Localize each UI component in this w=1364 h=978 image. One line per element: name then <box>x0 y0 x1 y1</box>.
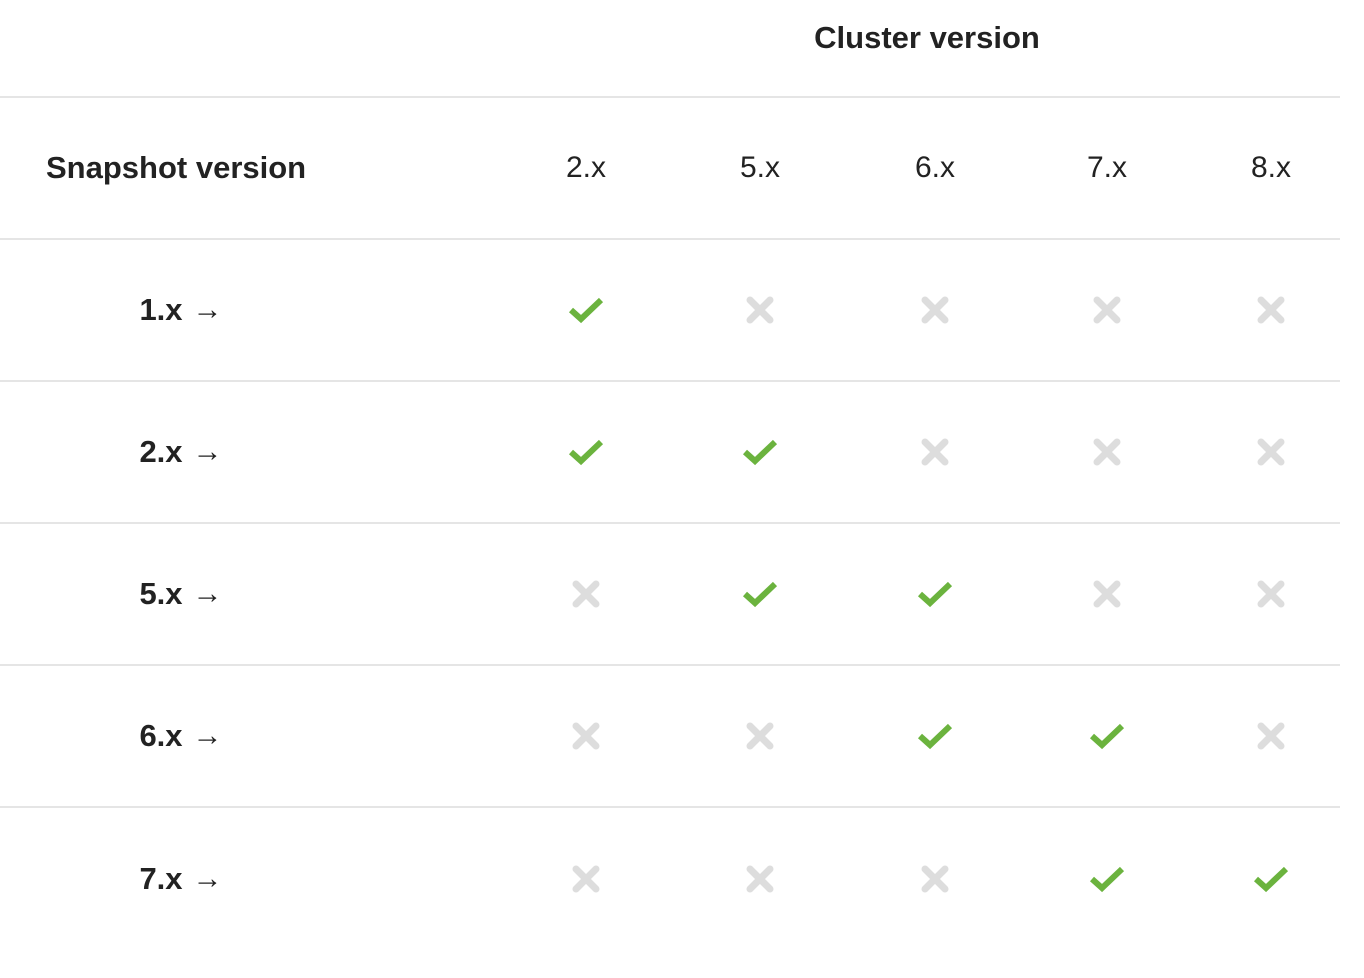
check-icon <box>741 524 779 664</box>
x-icon <box>920 240 950 380</box>
check-icon <box>567 240 605 380</box>
table-row: 2.x → <box>0 382 1340 524</box>
table-row: 1.x → <box>0 240 1340 382</box>
row-version-text: 7.x <box>139 861 183 896</box>
cluster-title-row: Cluster version <box>0 0 1340 98</box>
cluster-version-title: Cluster version <box>814 20 1040 55</box>
x-icon <box>1092 240 1122 380</box>
check-icon <box>1252 808 1290 950</box>
snapshot-version-label: 2.x → <box>139 382 222 522</box>
x-icon <box>571 666 601 806</box>
check-icon <box>916 524 954 664</box>
x-icon <box>1256 666 1286 806</box>
column-header-7-x: 7.x <box>1086 151 1128 184</box>
snapshot-version-label: 6.x → <box>139 666 222 806</box>
row-version-text: 6.x <box>139 718 183 753</box>
snapshot-version-label: 5.x → <box>139 524 222 664</box>
arrow-right-icon: → <box>192 719 223 752</box>
x-icon <box>745 240 775 380</box>
table-row: 5.x → <box>0 524 1340 666</box>
table-row: 7.x → <box>0 808 1340 950</box>
x-icon <box>1092 524 1122 664</box>
x-icon <box>1256 524 1286 664</box>
check-icon <box>567 382 605 522</box>
x-icon <box>920 382 950 522</box>
column-header-8-x: 8.x <box>1250 151 1292 184</box>
column-header-row: Snapshot version 2.x 5.x 6.x 7.x 8.x <box>0 98 1340 240</box>
column-header-2-x: 2.x <box>565 151 607 184</box>
table-row: 6.x → <box>0 666 1340 808</box>
snapshot-version-title: Snapshot version <box>46 150 307 185</box>
x-icon <box>745 666 775 806</box>
arrow-right-icon: → <box>192 293 223 326</box>
x-icon <box>571 808 601 950</box>
check-icon <box>916 666 954 806</box>
snapshot-version-label: 7.x → <box>139 808 222 950</box>
snapshot-version-label: 1.x → <box>139 240 222 380</box>
compatibility-table: Cluster version Snapshot version 2.x 5.x 6… <box>0 0 1340 950</box>
row-version-text: 2.x <box>139 434 183 469</box>
column-header-5-x: 5.x <box>739 151 781 184</box>
x-icon <box>571 524 601 664</box>
x-icon <box>1256 240 1286 380</box>
check-icon <box>741 382 779 522</box>
row-version-text: 5.x <box>139 576 183 611</box>
x-icon <box>745 808 775 950</box>
x-icon <box>920 808 950 950</box>
check-icon <box>1088 666 1126 806</box>
check-icon <box>1088 808 1126 950</box>
arrow-right-icon: → <box>192 862 223 895</box>
arrow-right-icon: → <box>192 435 223 468</box>
arrow-right-icon: → <box>192 577 223 610</box>
row-version-text: 1.x <box>139 292 183 327</box>
table-body: 1.x → 2.x → 5.x → 6.x → 7.x → <box>0 240 1340 950</box>
x-icon <box>1092 382 1122 522</box>
column-header-6-x: 6.x <box>914 151 956 184</box>
x-icon <box>1256 382 1286 522</box>
